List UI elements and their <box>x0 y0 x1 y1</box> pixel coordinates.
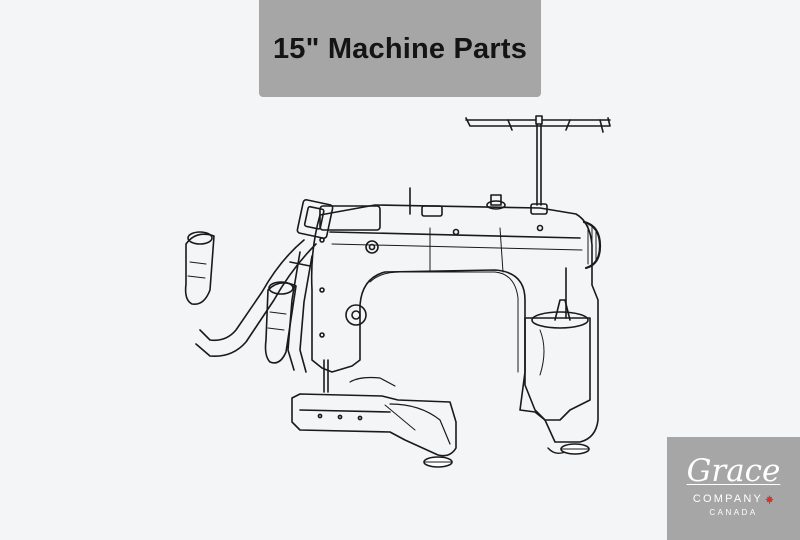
logo-company-text: COMPANY <box>692 493 764 505</box>
logo-brand: Grace <box>686 453 781 489</box>
logo-country-text: CANADA <box>709 508 758 517</box>
machine-arm-icon <box>310 187 602 443</box>
page-title: 15" Machine Parts <box>272 33 528 65</box>
bobbin-housing-icon <box>524 267 591 455</box>
thread-stand-icon <box>465 115 611 215</box>
sewing-machine-icon <box>184 115 611 468</box>
handle-arm-icon <box>184 199 334 373</box>
grace-company-logo: Grace COMPANY CANADA <box>667 437 800 540</box>
maple-leaf-icon <box>765 494 774 504</box>
machine-base-icon <box>291 376 457 468</box>
title-banner: 15" Machine Parts <box>259 0 541 97</box>
